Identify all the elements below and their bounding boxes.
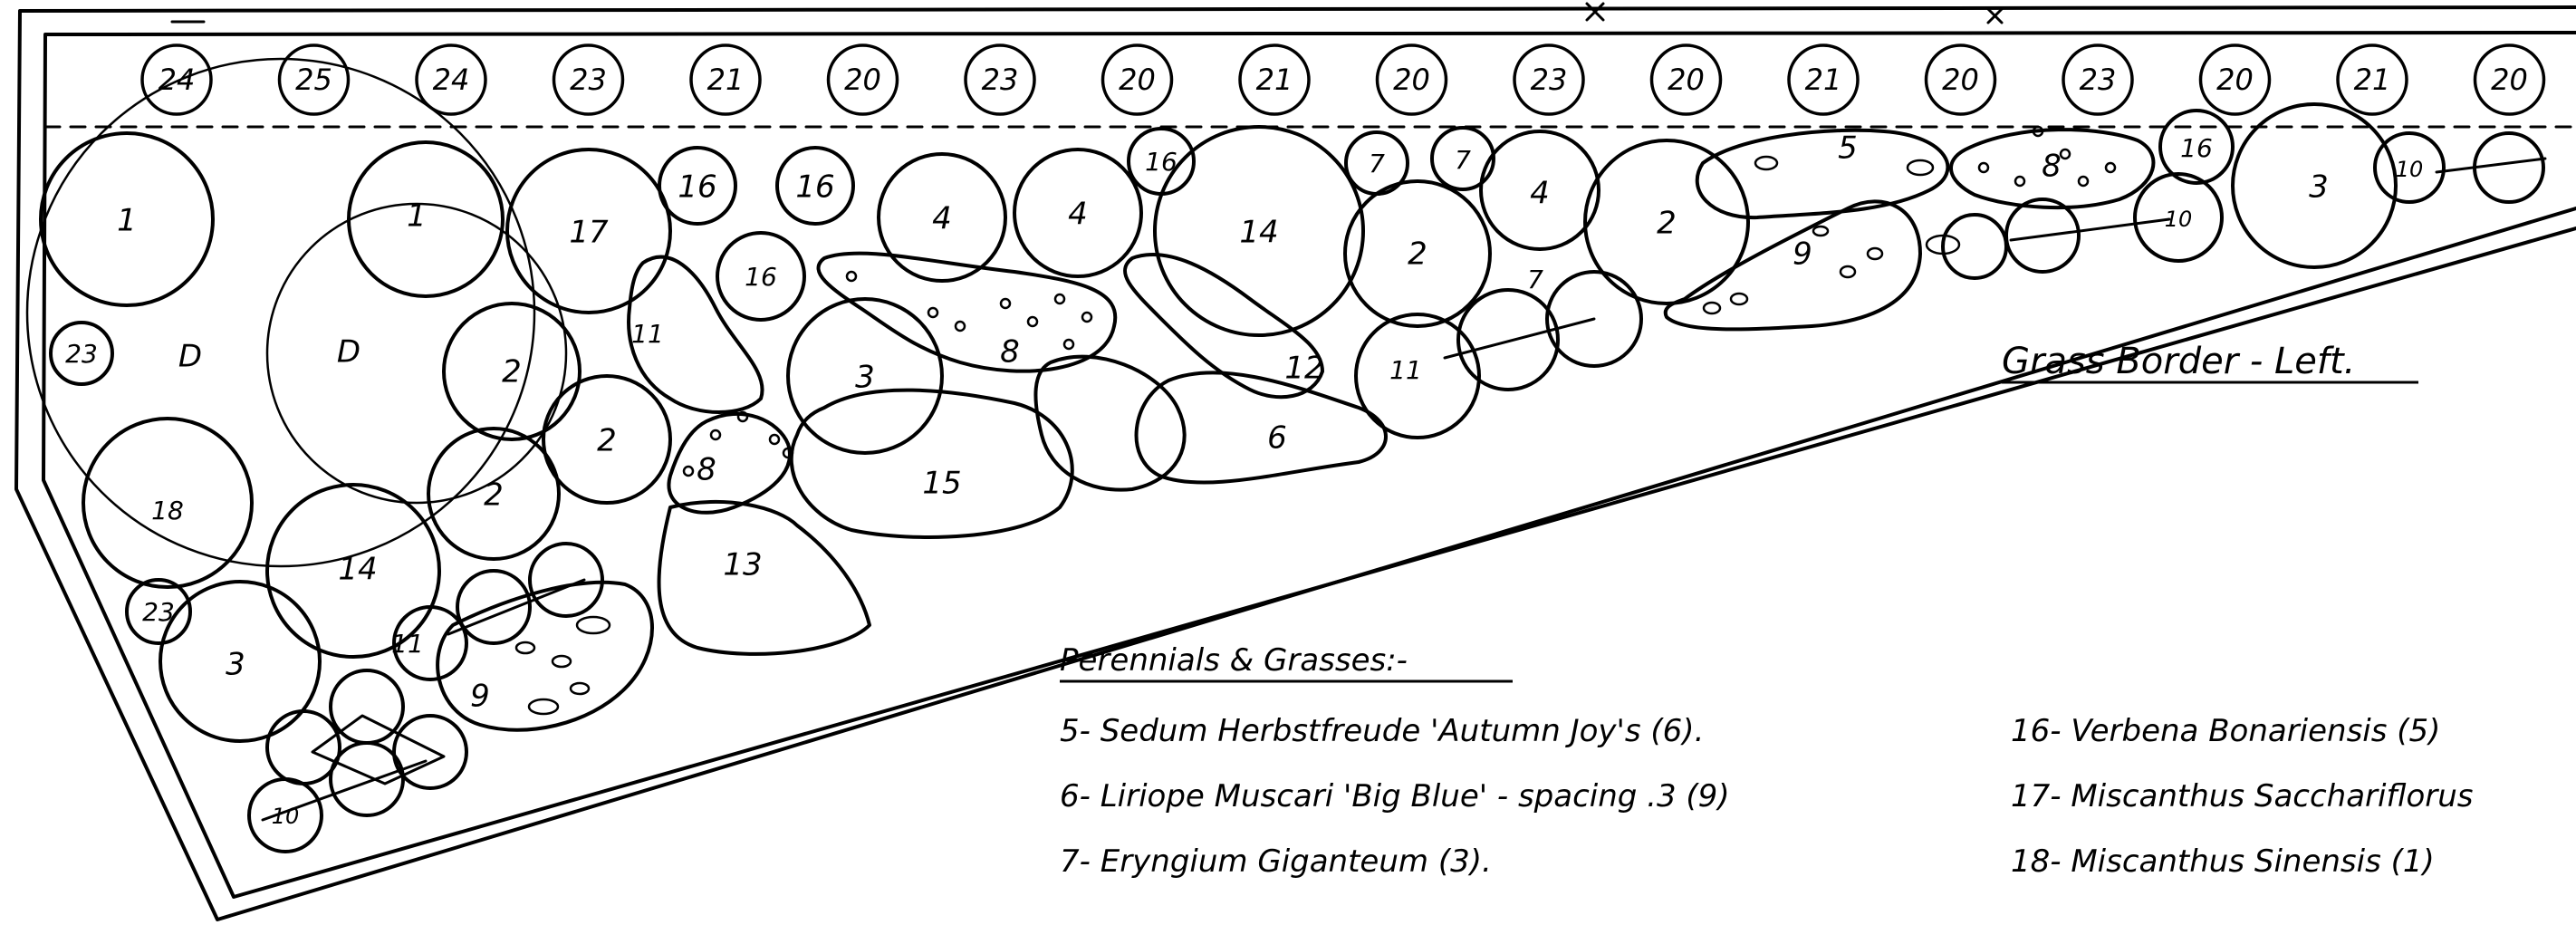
top-row-plant-label: 21 — [1805, 63, 1842, 97]
top-row-plant-circle — [689, 43, 762, 116]
top-row-plant-circle — [2336, 43, 2408, 116]
plant-label: 2 — [502, 354, 522, 390]
top-row-plant-label: 20 — [1668, 63, 1705, 97]
plant-label: 16 — [745, 262, 777, 292]
plant-label: 8 — [1000, 334, 1020, 371]
plant-label: 7 — [1369, 149, 1385, 178]
plant-label: 2 — [1657, 206, 1677, 242]
plant-label: 8 — [697, 452, 716, 488]
top-row-plant-label: 21 — [707, 63, 745, 97]
plant-label: 11 — [1389, 355, 1422, 385]
plant-label: 3 — [2309, 169, 2329, 206]
legend-item: 6- Liriope Muscari 'Big Blue' - spacing … — [1060, 778, 1730, 814]
plant-label: 7 — [1455, 145, 1471, 175]
top-row-plant-circle — [552, 43, 625, 116]
plant-label: D — [337, 334, 360, 371]
top-row-plant-circle — [415, 43, 487, 116]
top-row-plant-label: 21 — [2354, 63, 2391, 97]
plant-label: 4 — [932, 201, 952, 237]
legend-item: 5- Sedum Herbstfreude 'Autumn Joy's (6). — [1060, 713, 1704, 749]
top-row-plant-circle — [1649, 43, 1723, 116]
top-row-plant-circle — [964, 43, 1036, 116]
plant-label: 10 — [2165, 207, 2193, 232]
top-row-plant-circle — [2062, 43, 2134, 116]
plant-label: 15 — [922, 466, 961, 502]
plant-label: 1 — [117, 203, 137, 239]
top-row-plant-label: 25 — [295, 63, 332, 97]
top-row-plant-label: 24 — [159, 63, 196, 97]
top-row-plant-label: 20 — [844, 63, 881, 97]
top-row-plant-circle — [2473, 43, 2546, 116]
plant-label: 16 — [1145, 147, 1177, 177]
plant-label: 23 — [142, 597, 175, 627]
plant-label: 16 — [678, 169, 716, 206]
plant-label: 1 — [407, 198, 427, 235]
plant-label: 12 — [1284, 351, 1323, 387]
top-row-plant-label: 21 — [1256, 63, 1293, 97]
top-row-plant-label: 20 — [1393, 63, 1430, 97]
plant-label: 11 — [631, 319, 664, 349]
legend-item: 16- Verbena Bonariensis (5) — [2011, 713, 2440, 749]
plant-label: 8 — [2042, 149, 2062, 185]
top-row-plant-label: 20 — [1942, 63, 1979, 97]
top-row-plant-label: 23 — [570, 63, 607, 97]
plant-label: 9 — [470, 679, 490, 715]
top-row-plant-circle — [277, 43, 351, 116]
top-row-plant-label: 23 — [1531, 63, 1568, 97]
plant-label: 10 — [2396, 157, 2424, 182]
plant-label: 4 — [1530, 176, 1550, 212]
top-row-plant-label: 24 — [433, 63, 470, 97]
plant-label: 3 — [226, 647, 245, 683]
plant-label: 2 — [1408, 236, 1427, 273]
plant-label: 5 — [1838, 130, 1858, 167]
plant-label: 11 — [391, 629, 424, 659]
plant-label: 2 — [597, 423, 617, 459]
plant-label: 4 — [1068, 197, 1088, 233]
plant-label: 13 — [723, 547, 762, 583]
plant-label: 3 — [855, 360, 875, 396]
plant-label: 23 — [65, 339, 98, 369]
top-row-plant-circle — [1513, 43, 1585, 116]
border-inner-outline — [42, 31, 2576, 899]
plant-label: 2 — [484, 477, 504, 514]
top-row-plant-label: 20 — [2491, 63, 2528, 97]
plant-label: 18 — [151, 496, 184, 525]
legend-item: 18- Miscanthus Sinensis (1) — [2011, 843, 2435, 880]
plant-label: 16 — [2180, 133, 2213, 163]
plant-label: 14 — [1239, 215, 1278, 251]
top-row-plants: 24 25 24 23 21 20 23 20 21 20 23 20 21 20 23 20 21 20 — [140, 43, 2546, 116]
plant-label: 10 — [272, 804, 300, 829]
legend-item: 7- Eryngium Giganteum (3). — [1060, 843, 1492, 880]
top-row-plant-label: 20 — [1119, 63, 1156, 97]
plant-label: 9 — [1793, 236, 1812, 273]
plant-label: 6 — [1267, 420, 1287, 457]
top-row-plant-circle — [826, 43, 899, 116]
plant-label: 16 — [795, 169, 834, 206]
top-row-plant-label: 23 — [982, 63, 1019, 97]
plant-label: 7 — [1527, 265, 1543, 294]
legend-heading: Perennials & Grasses:- — [1060, 642, 1408, 679]
top-row-plant-circle — [140, 43, 213, 116]
top-row-plant-label: 20 — [2216, 63, 2254, 97]
plant-label: D — [178, 339, 202, 375]
plan-title: Grass Border - Left. — [2002, 341, 2355, 382]
top-row-plant-circle — [1375, 43, 1448, 116]
top-row-plant-circle — [1238, 43, 1311, 116]
plant-label: 14 — [338, 552, 377, 588]
top-row-plant-circle — [1924, 43, 1997, 116]
top-row-plant-circle — [2198, 43, 2272, 116]
legend-item: 17- Miscanthus Sacchariflorus — [2011, 778, 2473, 814]
top-row-plant-circle — [1787, 43, 1860, 116]
top-row-plant-circle — [1101, 43, 1174, 116]
plant-label: 17 — [569, 215, 609, 251]
top-row-plant-label: 23 — [2080, 63, 2117, 97]
